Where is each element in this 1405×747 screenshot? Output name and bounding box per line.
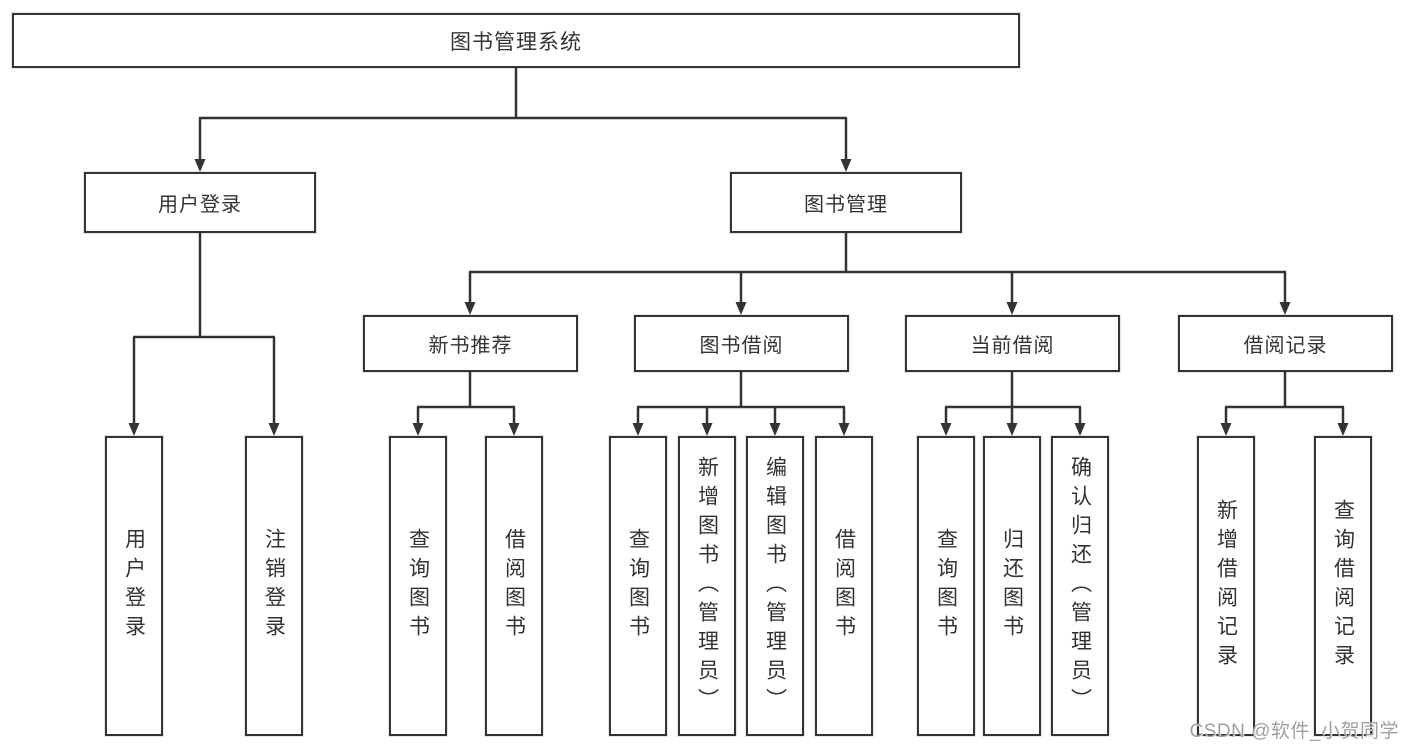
node-new-book-recommendation: 新书推荐 (363, 315, 578, 372)
node-label: 注销登录 (262, 528, 286, 644)
node-cb-confirm-return-admin: 确认归还（管理员） (1051, 436, 1109, 736)
csdn-watermark: CSDN @软件_小贺同学 (1189, 721, 1399, 742)
node-bb-add-book-admin: 新增图书（管理员） (678, 436, 736, 736)
node-bb-borrow-book: 借阅图书 (815, 436, 873, 736)
node-book-management: 图书管理 (730, 172, 962, 233)
node-label: 用户登录 (122, 528, 146, 644)
node-label: 新书推荐 (428, 335, 513, 357)
node-label: 借阅记录 (1243, 335, 1328, 357)
node-root: 图书管理系统 (12, 13, 1020, 68)
node-leaf-logout: 注销登录 (245, 436, 303, 736)
node-rec-query-book: 查询图书 (389, 436, 447, 736)
node-label: 确认归还（管理员） (1068, 455, 1092, 717)
node-current-borrowing: 当前借阅 (905, 315, 1120, 372)
node-cb-return-book: 归还图书 (983, 436, 1041, 736)
node-br-query-record: 查询借阅记录 (1314, 436, 1372, 736)
node-label: 新增借阅记录 (1214, 499, 1238, 673)
node-label: 新增图书（管理员） (695, 455, 719, 717)
node-user-login: 用户登录 (84, 172, 316, 233)
node-label: 查询借阅记录 (1331, 499, 1355, 673)
node-label: 借阅图书 (502, 528, 526, 644)
node-label: 查询图书 (406, 528, 430, 644)
node-label: 查询图书 (934, 528, 958, 644)
node-bb-query-book: 查询图书 (609, 436, 667, 736)
node-br-add-record: 新增借阅记录 (1197, 436, 1255, 736)
node-rec-borrow-book: 借阅图书 (485, 436, 543, 736)
node-book-borrowing: 图书借阅 (634, 315, 849, 372)
node-label: 用户登录 (158, 194, 242, 216)
node-label: 归还图书 (1000, 528, 1024, 644)
node-label: 图书管理系统 (450, 30, 582, 54)
node-leaf-user-login: 用户登录 (105, 436, 163, 736)
node-label: 编辑图书（管理员） (763, 455, 787, 717)
node-bb-edit-book-admin: 编辑图书（管理员） (746, 436, 804, 736)
node-label: 借阅图书 (832, 528, 856, 644)
node-label: 当前借阅 (970, 335, 1055, 357)
node-label: 图书借阅 (699, 335, 784, 357)
node-cb-query-book: 查询图书 (917, 436, 975, 736)
node-label: 查询图书 (626, 528, 650, 644)
node-borrowing-records: 借阅记录 (1178, 315, 1393, 372)
node-label: 图书管理 (804, 194, 888, 216)
